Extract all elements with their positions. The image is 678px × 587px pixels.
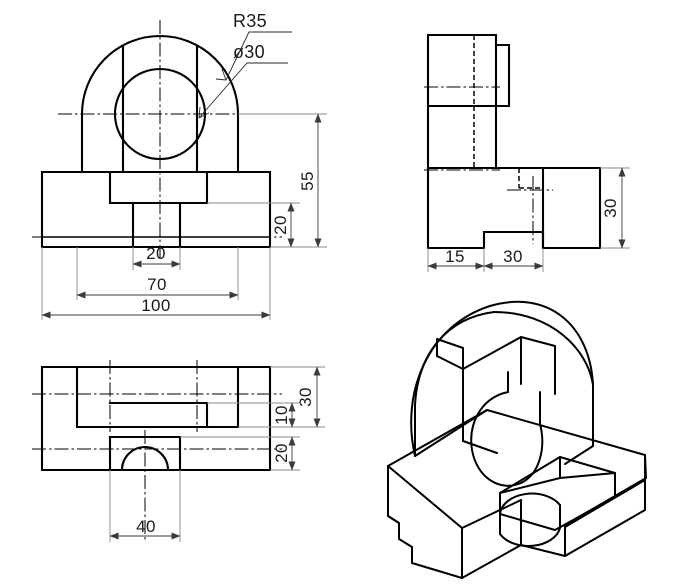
front-view-arch-outline: [80, 34, 240, 174]
dim-label-70: 70: [147, 275, 167, 294]
front-view-boss-edges: [121, 45, 199, 174]
dim-right-notch-30: 30: [483, 247, 544, 272]
right-view-outline: [426, 33, 602, 250]
dim-front-height-55: 55: [238, 113, 327, 248]
iso-semicircular-cut: [499, 492, 561, 547]
front-view-bottom-slot: [131, 201, 182, 249]
dim-front-step-20: 20: [207, 202, 300, 248]
dim-label-30-top: 30: [296, 387, 315, 407]
dim-label-20-step: 20: [271, 215, 290, 235]
dim-front-slot-20: 20: [132, 244, 181, 270]
front-view-d30-label: ø30: [233, 42, 265, 62]
right-side-view: 30 15 30: [424, 33, 630, 272]
dim-label-20-slot: 20: [146, 244, 166, 263]
dim-top-lower-20: 20: [180, 436, 300, 471]
dim-label-15: 15: [445, 247, 465, 266]
right-view-centerlines: [424, 86, 553, 244]
iso-top-slot: [436, 336, 556, 454]
iso-base-block: [387, 409, 647, 579]
front-view-center-step: [108, 170, 209, 205]
front-view-base-block: [40, 170, 272, 249]
dim-front-width-100: 100: [41, 247, 271, 320]
dim-label-20-top: 20: [272, 443, 291, 463]
front-view-r35-label: R35: [233, 11, 267, 31]
dim-front-width-70: 70: [76, 247, 239, 300]
isometric-view: [387, 300, 647, 579]
dim-top-slot-40: 40: [109, 470, 181, 542]
iso-arch-bore: [470, 371, 544, 487]
dim-top-rib-10: 10: [207, 402, 300, 428]
iso-arch-base-edges: [414, 409, 594, 465]
front-view-r35-leader: [215, 31, 292, 81]
dim-right-offset-15: 15: [427, 247, 485, 272]
iso-arch-body: [410, 300, 594, 457]
front-view: R35 ø30 55 20: [32, 11, 327, 320]
dim-right-depth-30: 30: [600, 167, 630, 249]
top-view-boss-footprint: [75, 365, 240, 429]
right-view-hidden-lines: [473, 35, 543, 189]
top-view-centerlines: [32, 360, 282, 540]
dim-label-55: 55: [298, 171, 317, 191]
dim-label-10: 10: [272, 405, 291, 425]
front-view-centerlines: [32, 20, 282, 262]
iso-pocket: [499, 456, 616, 531]
front-view-d30-leader: [198, 62, 288, 119]
dim-label-40: 40: [136, 517, 156, 536]
iso-right-block: [461, 454, 646, 557]
dim-label-30-side: 30: [601, 198, 620, 218]
dim-label-30-notch: 30: [503, 247, 523, 266]
top-view-rib-rect: [108, 401, 209, 429]
dim-label-100: 100: [141, 296, 171, 315]
top-view: 30 10 20 40: [32, 360, 325, 542]
